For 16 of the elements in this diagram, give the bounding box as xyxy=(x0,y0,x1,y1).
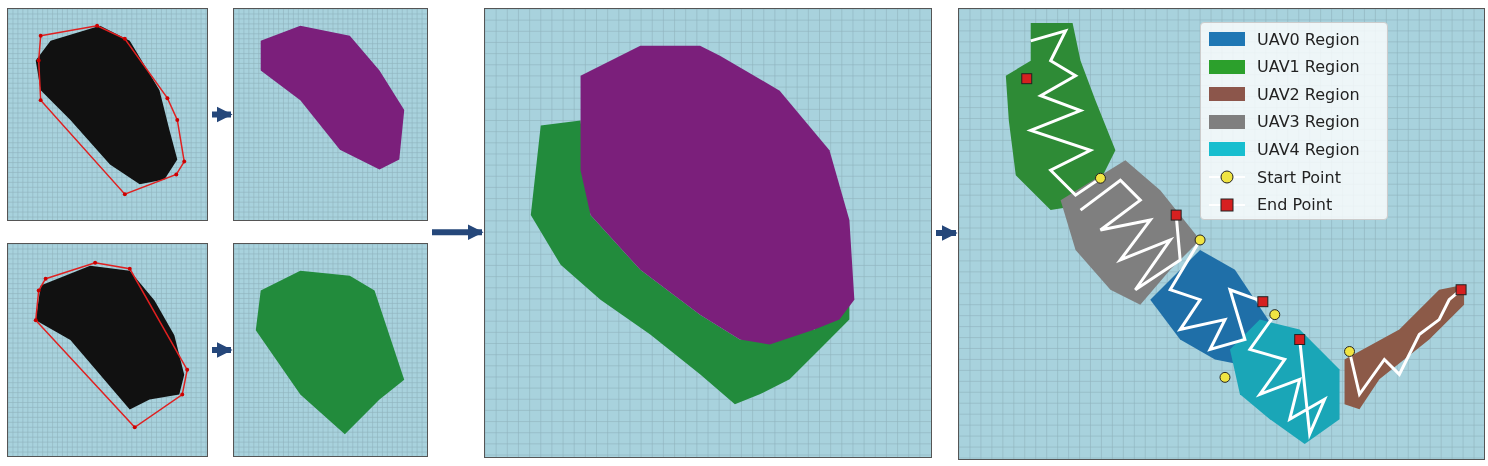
legend-label: Start Point xyxy=(1257,167,1341,187)
grid-map-drawing xyxy=(233,8,428,221)
arrow xyxy=(212,342,233,358)
legend-label: UAV0 Region xyxy=(1257,29,1360,49)
grid-map-drawing xyxy=(7,243,208,457)
grid-map-drawing xyxy=(484,8,932,458)
legend-label: UAV2 Region xyxy=(1257,84,1360,104)
legend-label: End Point xyxy=(1257,195,1333,215)
arrow xyxy=(936,225,958,241)
grid-map-drawing xyxy=(7,8,208,221)
grid-map-drawing xyxy=(233,243,428,457)
legend-label: UAV4 Region xyxy=(1257,139,1360,159)
arrow xyxy=(432,224,484,241)
legend-label: UAV1 Region xyxy=(1257,57,1360,77)
arrow xyxy=(212,106,233,123)
legend-label: UAV3 Region xyxy=(1257,112,1360,132)
